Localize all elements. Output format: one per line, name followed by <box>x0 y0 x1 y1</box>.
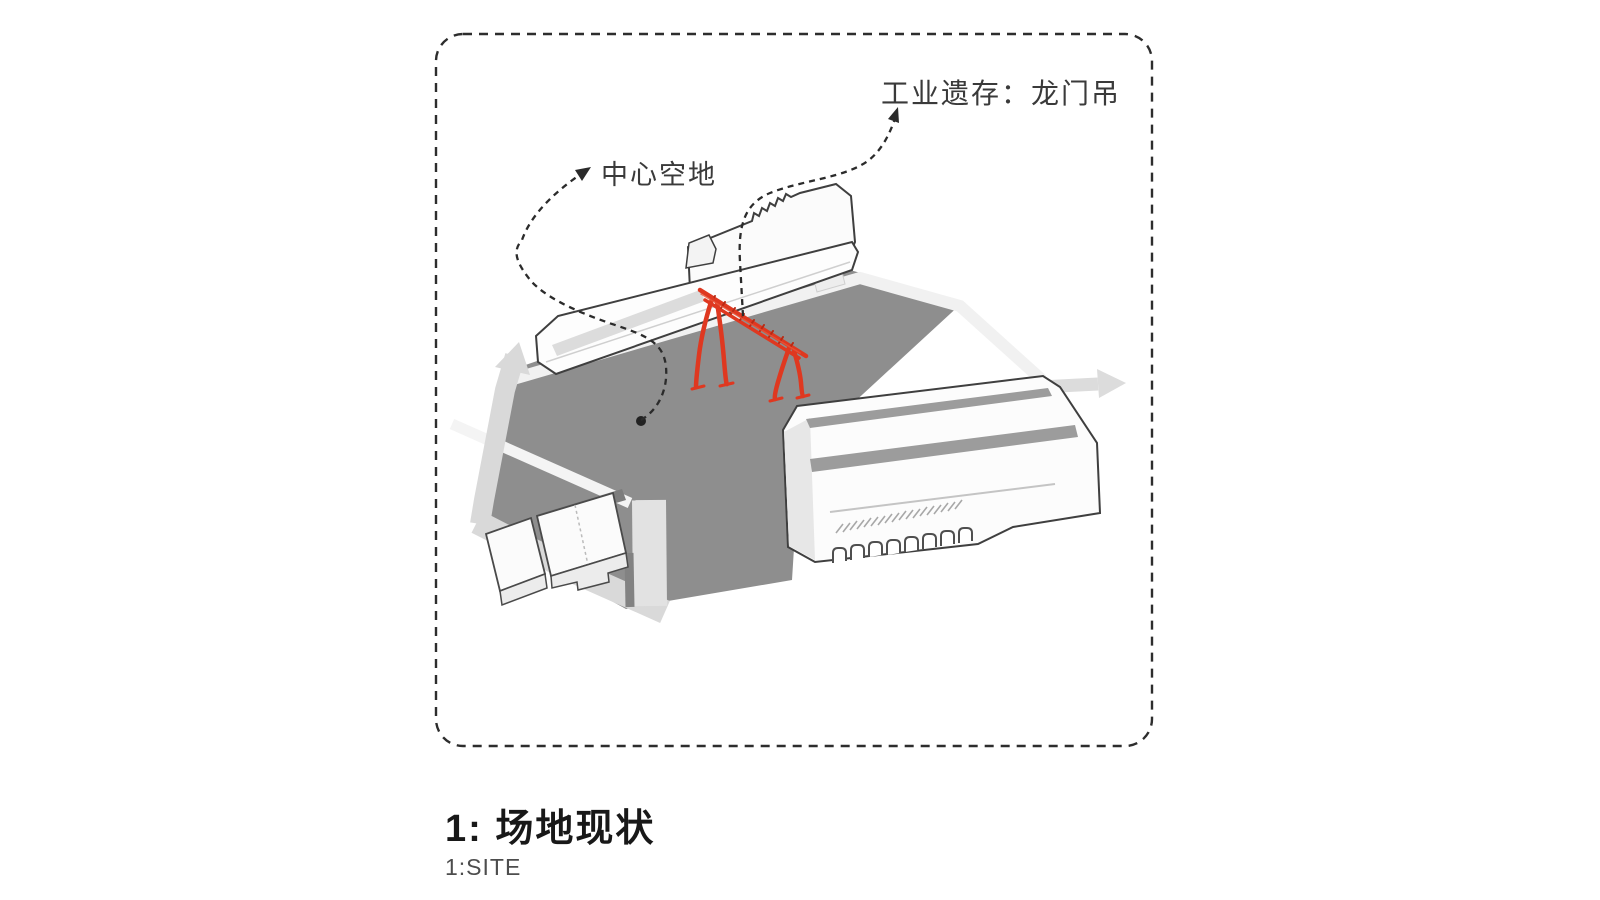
industrial-arrowhead-icon <box>888 107 899 123</box>
annotation-arrows <box>515 107 899 426</box>
arch-opening <box>850 544 865 560</box>
small-building-2-ridge <box>574 504 589 566</box>
sawtooth-warehouse <box>781 374 1102 564</box>
shed-facade-line <box>545 261 851 363</box>
shed-inner-shading <box>552 290 705 356</box>
vertical-path <box>632 499 667 607</box>
industrial-arrow-path <box>738 115 898 317</box>
small-building-2-front <box>550 552 629 591</box>
arch-opening <box>832 547 847 563</box>
gantry-crane <box>690 287 811 403</box>
right-arrow-icon <box>1097 369 1126 398</box>
warehouse-arches <box>832 527 973 563</box>
arch-opening <box>940 530 955 546</box>
left-road <box>470 353 525 526</box>
warehouse-roof-stripe-2 <box>810 425 1078 472</box>
open-space-arrow-path <box>515 173 668 421</box>
crane-feet <box>690 381 811 403</box>
warehouse-left-face <box>784 418 815 560</box>
industrial-relic-label: 工业遗存：龙门吊 <box>881 78 1122 109</box>
arch-opening <box>958 527 973 543</box>
caption-block: 1: 场地现状 1:SITE <box>445 808 655 881</box>
arch-opening <box>922 533 937 549</box>
crane-beam-sketch-line <box>700 293 801 354</box>
arch-opening <box>886 539 901 555</box>
small-buildings <box>484 489 629 607</box>
open-space-arrowhead-icon <box>575 167 591 181</box>
open-space-label: 中心空地 <box>601 160 717 190</box>
small-building-1-front <box>499 572 548 607</box>
arch-opening <box>868 541 883 557</box>
long-shed-building <box>534 182 860 376</box>
warehouse-body <box>781 374 1102 564</box>
shed-main-volume <box>534 240 860 376</box>
warehouse-roof-stripe-1 <box>806 388 1052 428</box>
up-arrow-icon <box>495 342 530 375</box>
caption-subtitle: 1:SITE <box>445 853 522 880</box>
caption-title: 1: 场地现状 <box>445 808 656 850</box>
crane-right-leg-a <box>772 345 792 402</box>
vertical-path-shadow <box>624 552 635 608</box>
arch-opening <box>904 536 919 552</box>
warehouse-hatching <box>835 499 963 534</box>
dashed-frame <box>434 32 1154 748</box>
shed-extension <box>685 234 717 269</box>
crane-left-leg-b <box>714 299 730 387</box>
plaza-cross-path <box>449 418 633 509</box>
crane-beam-bottom <box>703 298 801 360</box>
crane-left-leg-a <box>693 296 715 390</box>
warehouse-facade-line <box>829 483 1056 513</box>
crane-right-leg-b <box>791 348 806 399</box>
